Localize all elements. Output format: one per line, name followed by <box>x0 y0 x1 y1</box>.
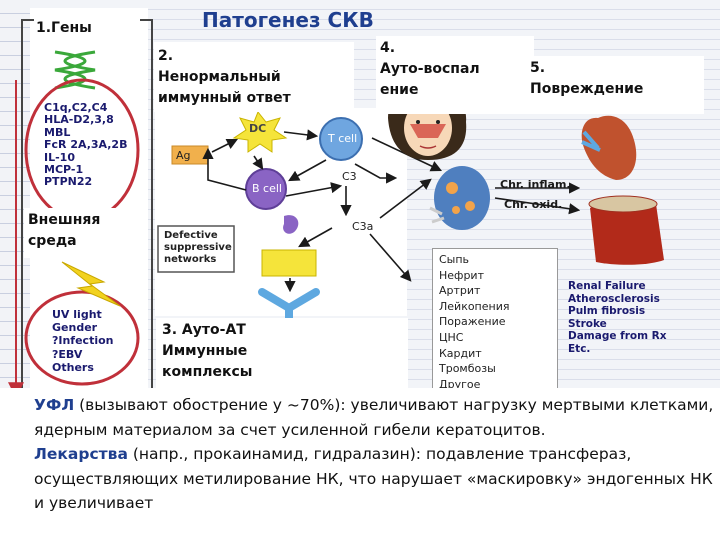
bcell-label: B cell <box>252 182 282 195</box>
step1-label: 1.Гены <box>34 18 114 44</box>
left-bracket <box>21 19 38 388</box>
t-cell-icon <box>319 117 363 161</box>
gene-item: FcR 2A,3A,2B <box>44 138 128 152</box>
tcell-label: T cell <box>328 132 358 145</box>
gene-item: MCP-1 <box>44 163 84 177</box>
gene-list: C1q,C2,C4 HLA-D2,3,8 MBL FcR 2A,3A,2B IL… <box>44 101 140 189</box>
uv-keyword: УФЛ <box>34 396 75 414</box>
immune-area-bg <box>155 108 407 316</box>
c3-label: C3 <box>342 170 357 183</box>
gene-item: PTPN22 <box>44 175 93 189</box>
step5-label: 5. Повреждение <box>526 56 704 114</box>
defective-networks-text: Defective suppressive networks <box>164 230 232 265</box>
env-factor-item: ?EBV <box>52 347 83 361</box>
outcome-item: Stroke <box>568 317 607 330</box>
bottom-text-bg <box>0 388 720 540</box>
gene-item: IL-10 <box>44 150 75 164</box>
environment-label: Внешняя среда <box>24 208 120 258</box>
drugs-keyword: Лекарства <box>34 445 128 463</box>
uv-description: (вызывают обострение у ~70%): увеличиваю… <box>34 396 714 439</box>
manifestation-item: Лейкопения <box>439 299 510 313</box>
outcomes-list: Renal Failure Atherosclerosis Pulm fibro… <box>568 280 708 356</box>
manifestation-item: Артрит <box>439 284 481 298</box>
manifestation-item: Поражение <box>439 315 506 329</box>
bottom-text: УФЛ (вызывают обострение у ~70%): увелич… <box>34 393 714 516</box>
env-factor-list: UV light Gender ?Infection ?EBV Others <box>52 308 140 374</box>
b-cell-icon <box>245 168 287 210</box>
kidney-icon <box>581 115 637 180</box>
gene-item: HLA-D2,3,8 <box>44 113 114 127</box>
drugs-description: (напр., прокаинамид, гидралазин): подавл… <box>34 445 713 512</box>
outcome-item: Renal Failure <box>568 280 646 292</box>
env-factor-item: Others <box>52 360 94 374</box>
step3-label: 3. Ауто-АТ Иммунные комплексы <box>156 318 408 390</box>
manifestation-item: Сыпь <box>439 253 470 266</box>
lightning-icon <box>61 261 121 307</box>
manifestations-list: Сыпь Нефрит Артрит Лейкопения Поражение … <box>432 248 558 391</box>
chr-oxid-label: Chr. oxid. <box>504 198 563 211</box>
outcome-item: Pulm fibrosis <box>568 305 646 318</box>
complement-block <box>261 249 317 277</box>
manifestation-item: ЦНС <box>439 330 464 344</box>
env-factor-item: UV light <box>52 308 102 321</box>
plasma-cell-icon <box>283 215 299 234</box>
joint-icon <box>429 166 490 230</box>
defective-networks-box <box>157 225 235 273</box>
gene-item: MBL <box>44 125 71 139</box>
env-factor-item: ?Infection <box>52 334 114 348</box>
manifestation-item: Другое <box>439 377 481 391</box>
blood-vessel-icon <box>588 195 664 265</box>
step2-label: 2. Ненормальный иммунный ответ <box>154 42 354 112</box>
manifestation-item: Нефрит <box>439 268 484 282</box>
step4-label: 4. Ауто-воспал ение <box>376 36 534 114</box>
manifestation-item: Кардит <box>439 346 482 360</box>
outcome-item: Etc. <box>568 342 591 355</box>
dendritic-cell-icon <box>232 111 288 153</box>
env-factor-item: Gender <box>52 321 98 335</box>
outcome-item: Atherosclerosis <box>568 292 660 305</box>
env-highlight-ellipse <box>24 290 140 386</box>
ag-label: Ag <box>176 149 191 162</box>
page-title: Патогенез СКВ <box>202 8 374 32</box>
chr-inflam-label: Chr. inflam. <box>500 178 571 191</box>
right-bracket <box>140 19 153 388</box>
gene-item: C1q,C2,C4 <box>44 101 108 114</box>
manifestation-item: Тромбозы <box>439 362 496 376</box>
c3a-label: C3a <box>352 220 374 233</box>
outcome-item: Damage from Rx <box>568 330 667 343</box>
dc-label: DC <box>249 122 267 135</box>
